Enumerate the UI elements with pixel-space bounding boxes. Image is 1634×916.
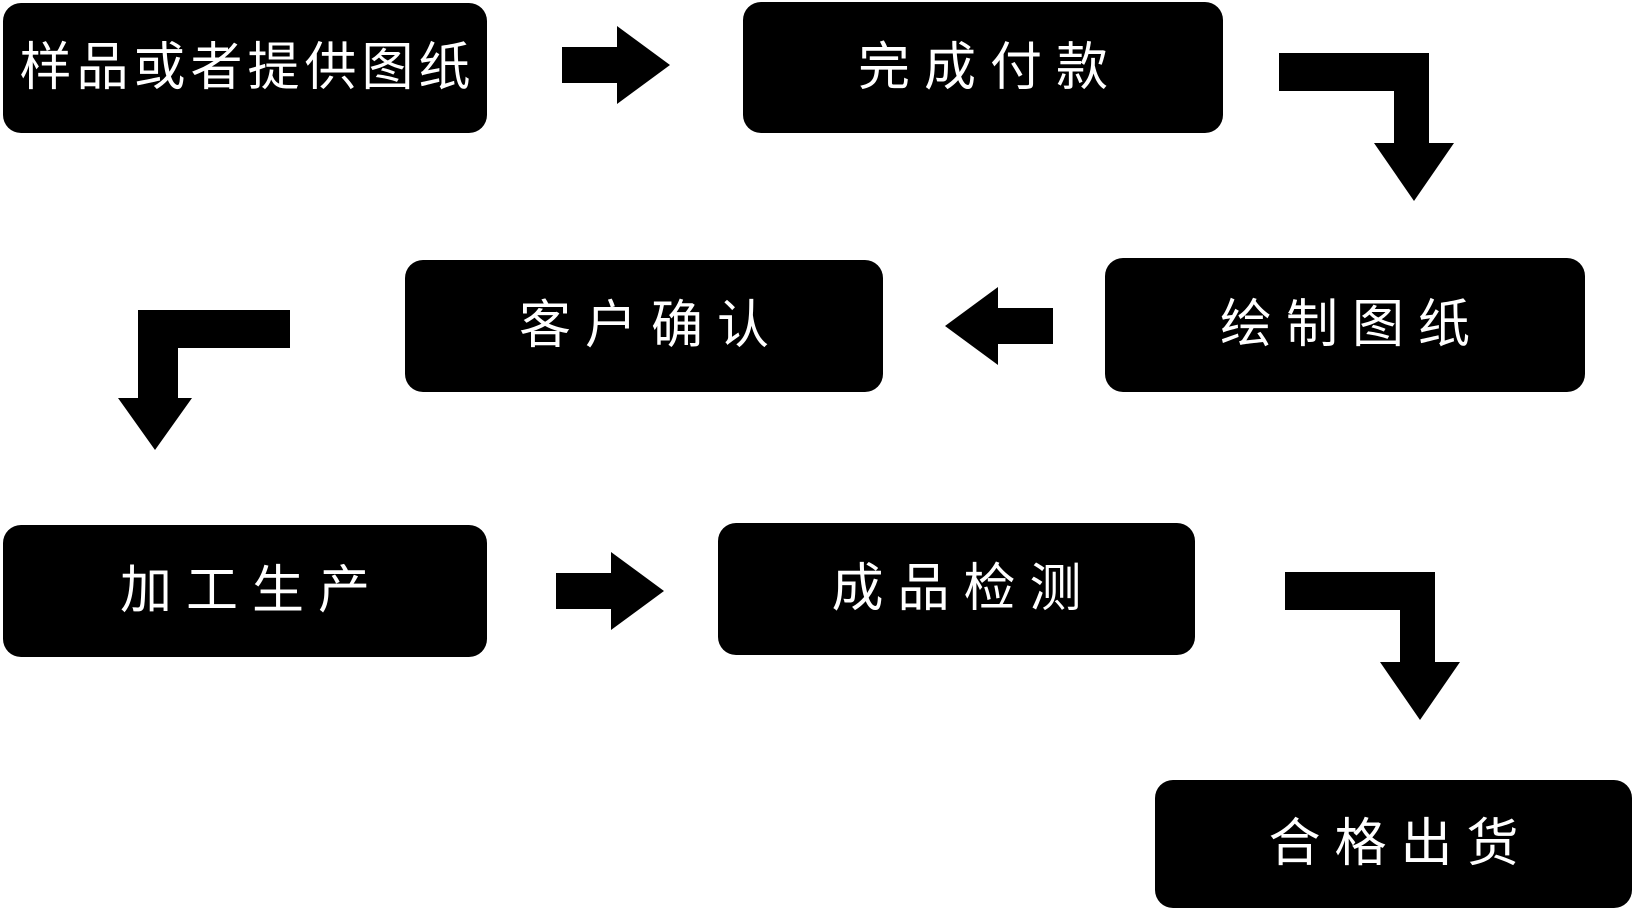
flow-node-label: 加工生产 [119,562,384,620]
flow-node-label: 客户确认 [518,297,783,355]
right-arrow-icon [556,552,664,630]
flow-node-label: 绘制图纸 [1219,296,1484,354]
left-arrow-icon [945,287,1053,365]
elbow-right-down-arrow-icon [1279,53,1454,201]
flow-node-label: 完成付款 [857,38,1122,97]
flow-node-production: 加工生产 [3,525,487,657]
elbow-right-down-arrow-icon [1285,572,1460,720]
flow-node-label: 样品或者提供图纸 [19,39,476,97]
flow-node-confirm: 客户确认 [405,260,883,392]
flow-node-label: 合格出货 [1268,815,1533,873]
elbow-left-down-arrow-icon [118,310,290,450]
flow-node-draw: 绘制图纸 [1105,258,1585,392]
flow-node-label: 成品检测 [831,560,1096,618]
flow-node-shipment: 合格出货 [1155,780,1632,908]
right-arrow-icon [562,26,670,104]
flow-node-inspection: 成品检测 [718,523,1195,655]
flow-node-sample: 样品或者提供图纸 [3,3,487,133]
flow-node-payment: 完成付款 [743,2,1223,133]
